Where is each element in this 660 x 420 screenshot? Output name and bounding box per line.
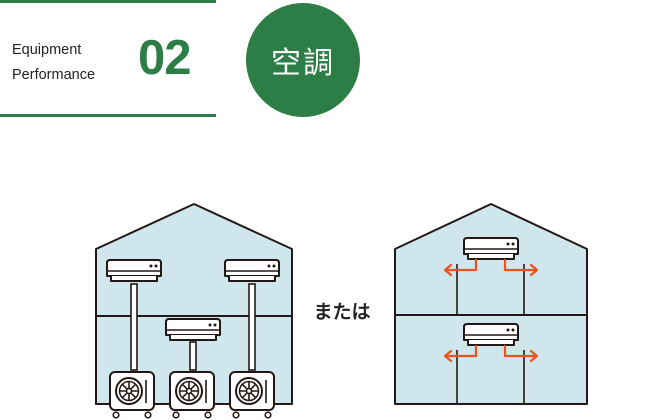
section-number: 02: [138, 31, 192, 85]
outdoor-unit-icon: [169, 371, 215, 419]
outdoor-unit-icon: [229, 371, 275, 419]
house-right: [394, 203, 588, 405]
category-badge: 空調: [246, 3, 360, 117]
indoor-ac-unit-icon: [463, 323, 519, 346]
indoor-ac-unit-icon: [224, 259, 280, 282]
or-separator-label: または: [313, 301, 371, 323]
airflow-arrows: [443, 258, 539, 363]
outdoor-unit-icon: [109, 371, 155, 419]
section-label-line1: Equipment: [12, 42, 82, 58]
header-top-rule: [0, 0, 216, 3]
refrigerant-pipes: [130, 283, 256, 371]
header-bottom-rule: [0, 114, 216, 117]
indoor-ac-unit-icon: [165, 318, 221, 341]
indoor-ac-unit-icon: [463, 237, 519, 260]
house-left: [95, 203, 293, 405]
section-label-line2: Performance: [12, 67, 96, 83]
indoor-ac-unit-icon: [106, 259, 162, 282]
